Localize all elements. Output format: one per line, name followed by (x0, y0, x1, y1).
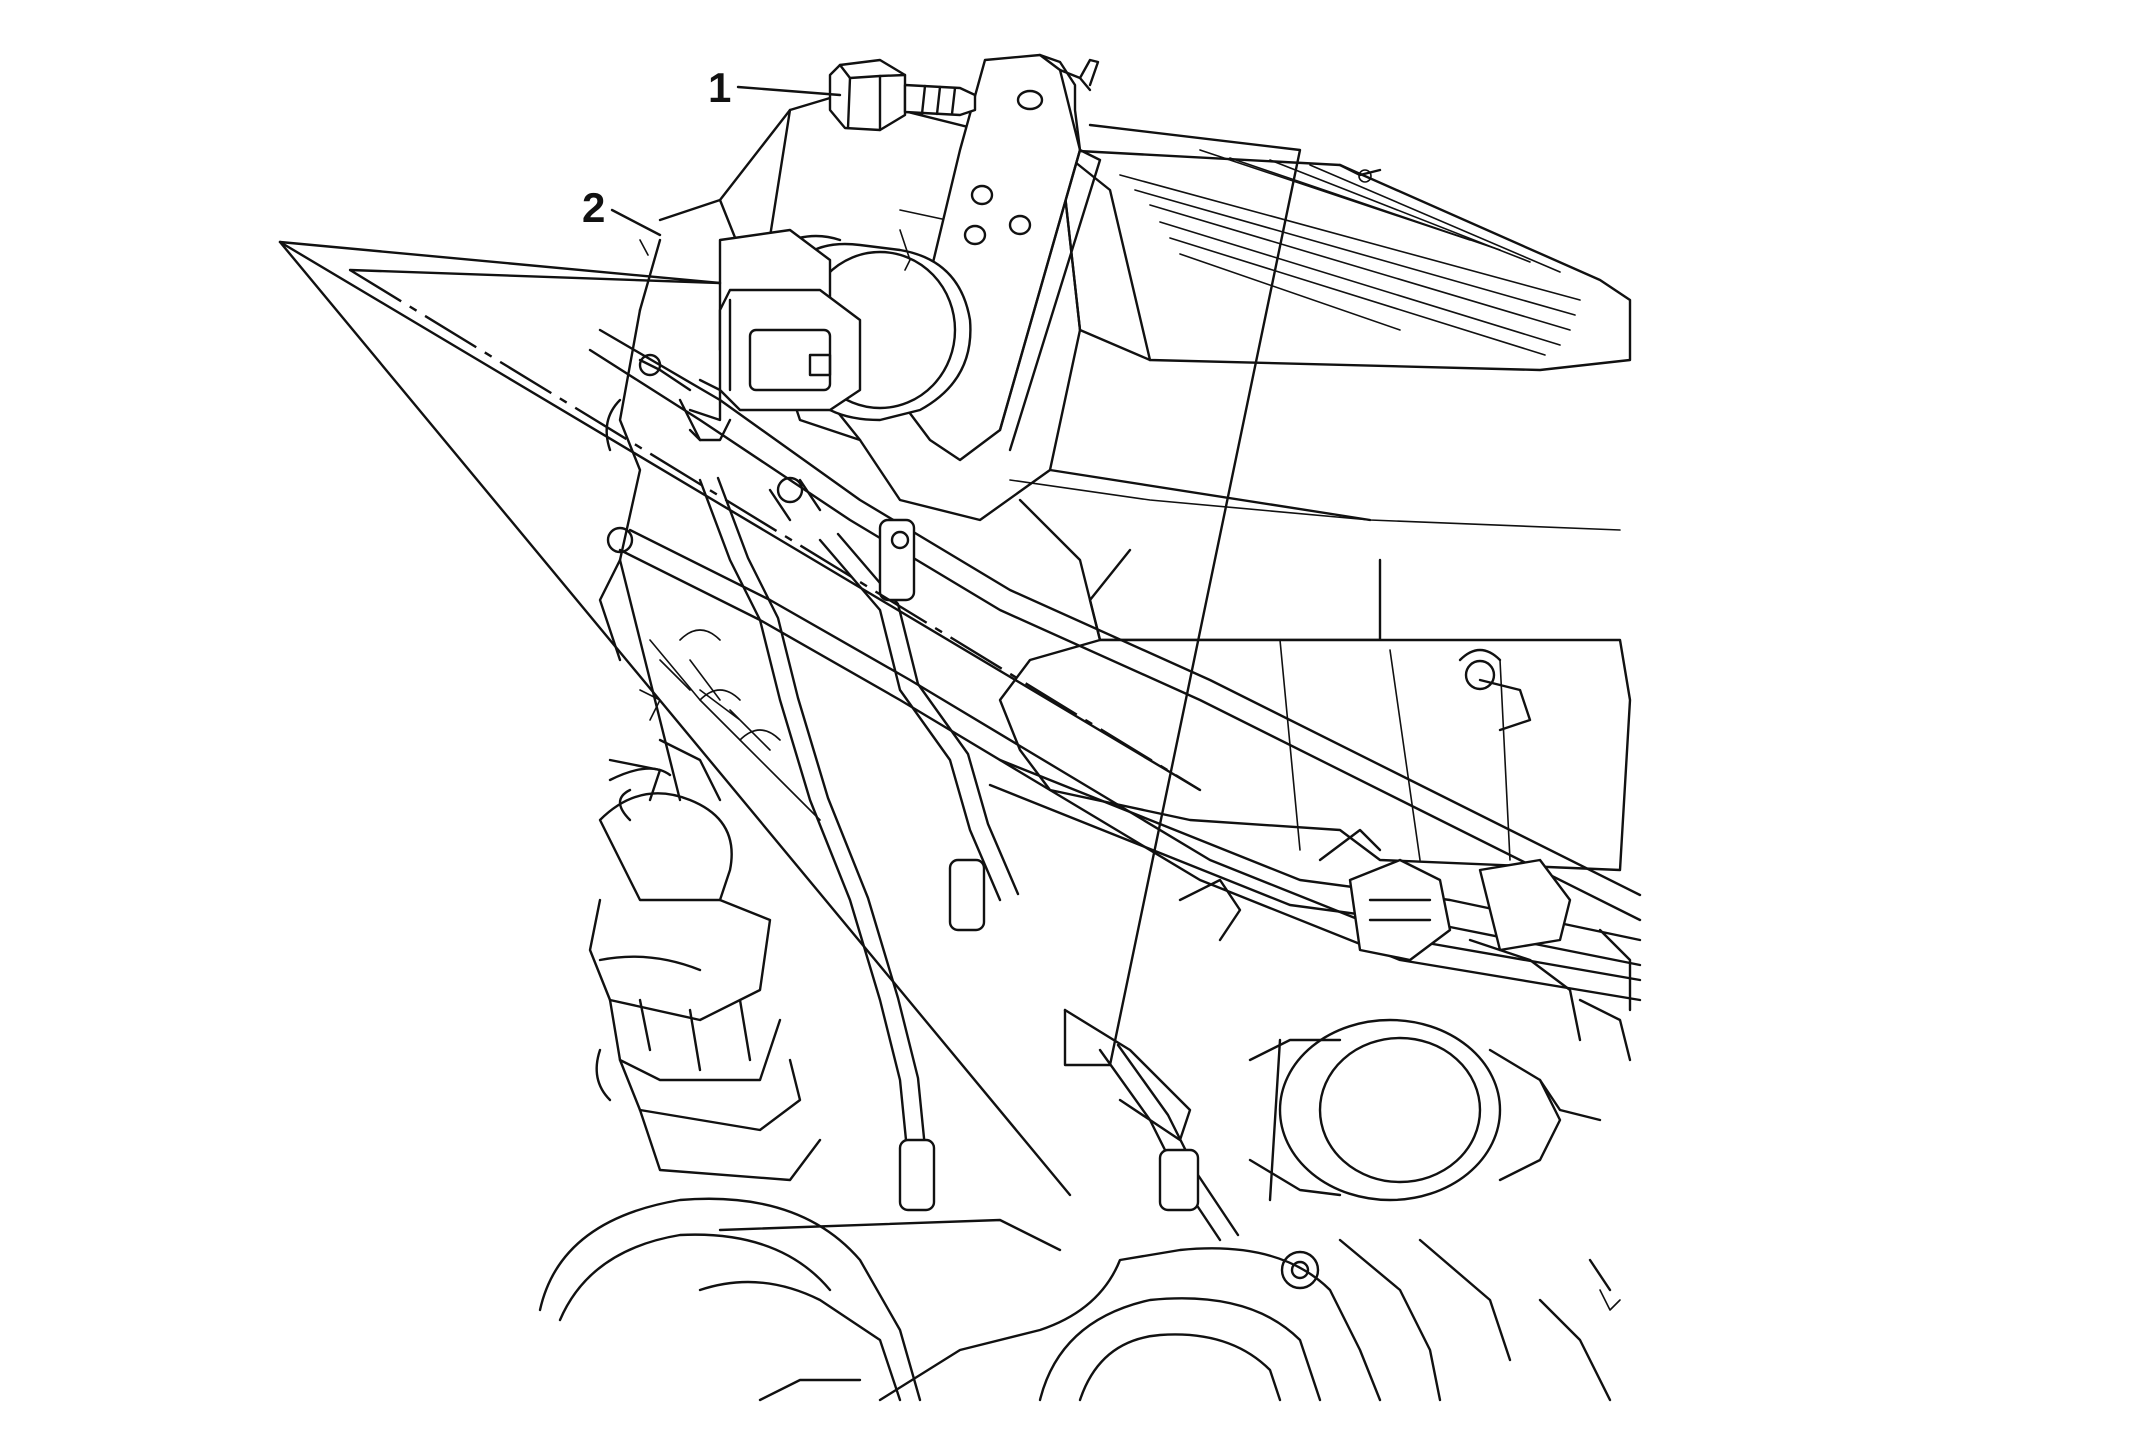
injector-rail (608, 629, 821, 822)
detail-lower-bracket (1063, 1008, 1192, 1142)
detail-view-outline (278, 123, 1302, 1197)
detail-dashed-line (349, 268, 1201, 792)
coolant-hose (998, 548, 1632, 872)
callout-label-2: 2 (582, 184, 605, 231)
fuel-lines (588, 328, 1642, 1002)
callout-leader-2 (610, 208, 662, 237)
lower-pulleys (538, 1197, 1612, 1402)
cam-sensor-housing (1248, 928, 1632, 1202)
cam-position-sensor (638, 228, 972, 442)
vacuum-hoses (698, 476, 1240, 1242)
intake-manifold-cover (1058, 148, 1632, 372)
detail-line-bottom (278, 240, 1072, 1197)
callout-2: 2 (582, 184, 662, 237)
bolt-part-1 (828, 58, 977, 132)
callout-1: 1 (708, 64, 842, 111)
detail-line-upper-left (278, 240, 722, 285)
harness-connectors (1178, 648, 1572, 962)
detail-leader-to-sensor (348, 268, 722, 285)
misc-details (639, 229, 1621, 1311)
engine-assembly (538, 93, 1642, 1402)
detail-line-right (1063, 123, 1302, 1067)
detail-line-lower-left (278, 240, 1202, 792)
catalytic-converter (588, 767, 822, 1182)
callout-label-1: 1 (708, 64, 731, 111)
callout-leader-1 (736, 85, 842, 97)
